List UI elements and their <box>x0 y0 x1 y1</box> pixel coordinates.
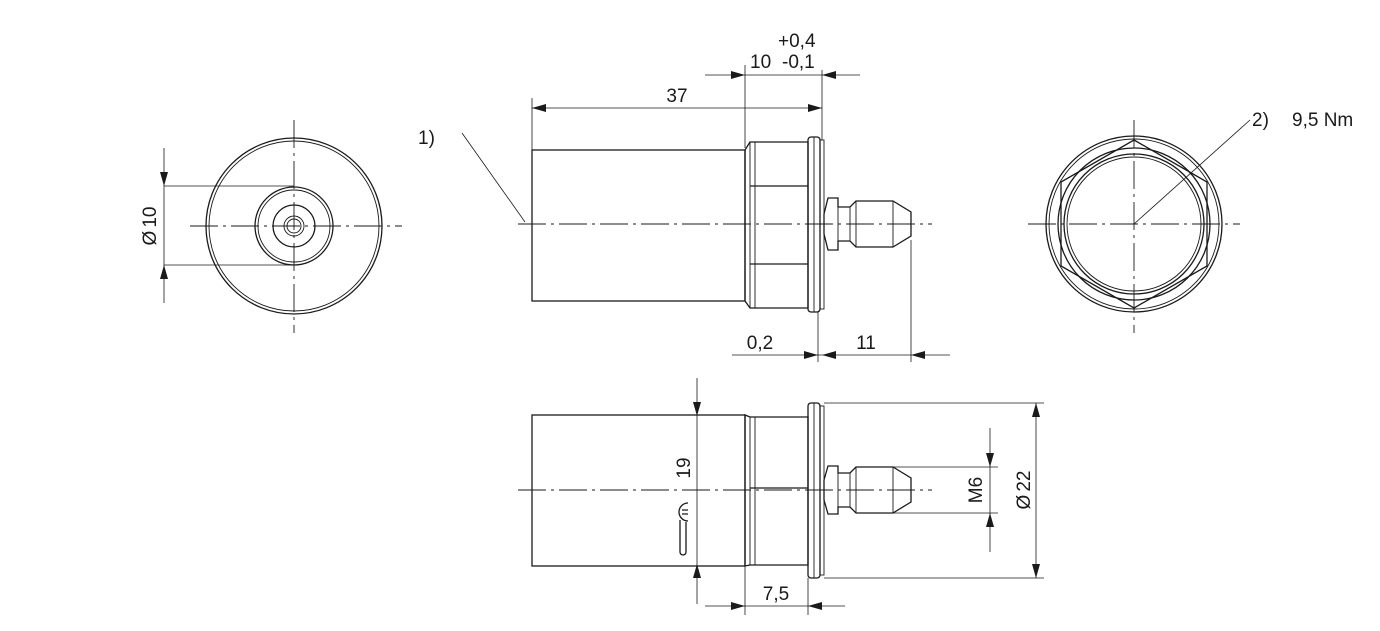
hex-width-bottom-label: 7,5 <box>763 584 789 605</box>
flange-diameter-prefix: Ø <box>1014 494 1035 509</box>
wrench-size-label: 19 <box>674 457 695 478</box>
bottom-side-view: 19 M6 Ø 22 7,5 <box>518 378 1044 615</box>
svg-text:Ø22: Ø 22 <box>1014 471 1035 510</box>
hex-tolerance-upper: +0,4 <box>778 31 816 52</box>
svg-text:Ø10: Ø 10 <box>140 207 161 246</box>
pin-thread-label: M6 <box>966 477 987 503</box>
total-length-label: 37 <box>666 86 687 107</box>
bore-diameter-label: 10 <box>140 207 161 228</box>
left-end-view: Ø 10 <box>140 120 402 333</box>
side-view: 1) 37 10 +0,4 -0,1 0,2 11 <box>418 31 950 362</box>
hex-tolerance-lower: -0,1 <box>782 52 815 73</box>
pin-length-label: 11 <box>856 333 876 354</box>
bore-diameter-prefix: Ø <box>140 230 161 245</box>
flange-diameter-label: 22 <box>1014 471 1035 492</box>
torque-label: 9,5 Nm <box>1292 110 1353 131</box>
right-end-view: 2) 9,5 Nm <box>1028 110 1353 333</box>
hex-length-label: 10 <box>750 52 771 73</box>
callout-1-label: 1) <box>418 128 435 149</box>
wrench-icon <box>678 502 689 556</box>
callout-2-label: 2) <box>1252 110 1269 131</box>
flange-gap-label: 0,2 <box>747 333 773 354</box>
